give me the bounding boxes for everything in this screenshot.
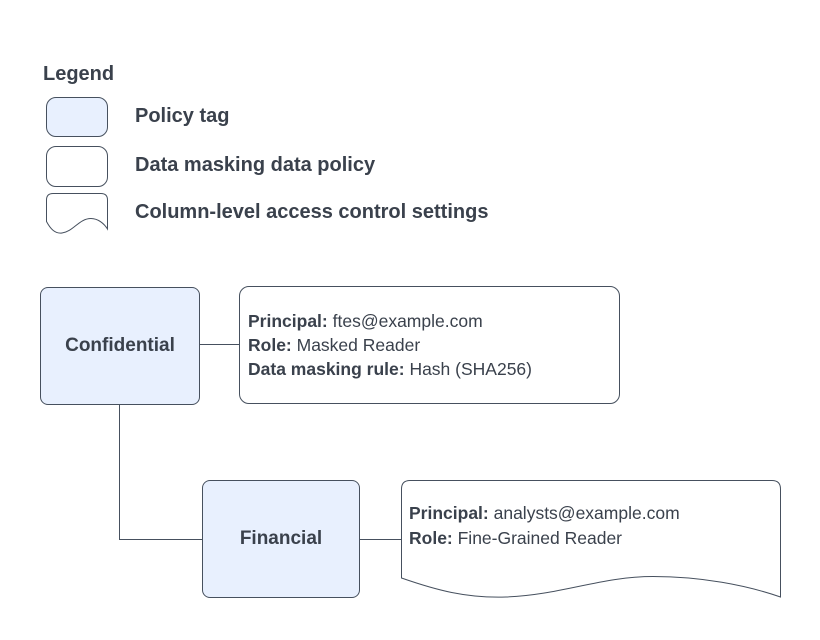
masked-policy-rule-line: Data masking rule: Hash (SHA256) bbox=[248, 357, 532, 381]
masked-policy-principal-value: ftes@example.com bbox=[327, 311, 483, 331]
column-access-settings-text: Principal: analysts@example.com Role: Fi… bbox=[409, 501, 680, 551]
masked-policy-principal-key: Principal: bbox=[248, 311, 328, 331]
masked-policy-rule-key: Data masking rule: bbox=[248, 359, 405, 379]
policy-tag-confidential: Confidential bbox=[40, 287, 200, 405]
connector-financial-to-settings bbox=[360, 539, 402, 540]
masked-policy-role-key: Role: bbox=[248, 335, 292, 355]
legend-item-column-access: Column-level access control settings bbox=[135, 201, 489, 223]
connector-confidential-to-policy bbox=[200, 344, 240, 345]
policy-tag-confidential-label: Confidential bbox=[65, 335, 175, 356]
legend-item-policy-tag: Policy tag bbox=[135, 105, 230, 127]
column-access-role-line: Role: Fine-Grained Reader bbox=[409, 526, 680, 551]
masked-policy-rule-value: Hash (SHA256) bbox=[404, 359, 532, 379]
column-access-role-value: Fine-Grained Reader bbox=[452, 528, 622, 548]
policy-tag-financial-label: Financial bbox=[239, 528, 323, 549]
column-access-principal-value: analysts@example.com bbox=[488, 503, 680, 523]
legend-policy-tag-swatch bbox=[46, 97, 108, 137]
masked-policy-principal-line: Principal: ftes@example.com bbox=[248, 309, 532, 333]
masked-policy-role-value: Masked Reader bbox=[291, 335, 421, 355]
column-access-principal-key: Principal: bbox=[409, 503, 489, 523]
legend-column-access-swatch bbox=[46, 193, 108, 234]
masked-policy-role-line: Role: Masked Reader bbox=[248, 333, 532, 357]
connector-confidential-down bbox=[119, 405, 120, 540]
column-access-principal-line: Principal: analysts@example.com bbox=[409, 501, 680, 526]
policy-tag-financial: Financial bbox=[202, 480, 360, 598]
connector-to-financial bbox=[119, 539, 203, 540]
legend-item-data-masking-policy: Data masking data policy bbox=[135, 154, 376, 176]
legend-title: Legend bbox=[43, 63, 115, 85]
column-access-role-key: Role: bbox=[409, 528, 453, 548]
column-access-settings-shape bbox=[401, 480, 781, 598]
legend-data-policy-swatch bbox=[46, 146, 108, 187]
data-masking-policy-card: Principal: ftes@example.com Role: Masked… bbox=[239, 286, 620, 404]
